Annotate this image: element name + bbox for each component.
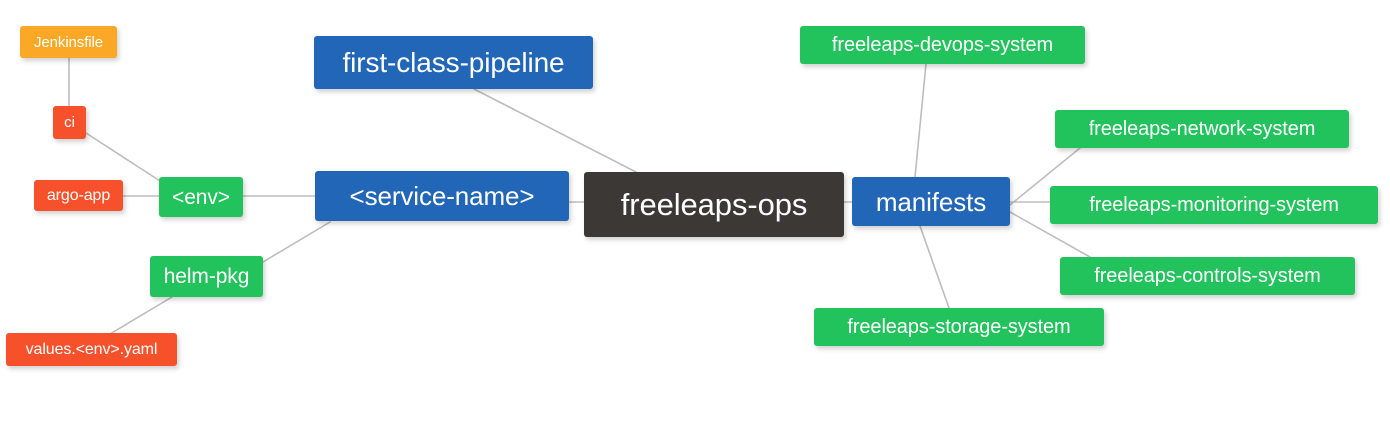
node-freeleaps-ops[interactable]: freeleaps-ops <box>584 172 844 237</box>
edge-service-name-to-helm-pkg <box>262 221 331 263</box>
edge-manifests-to-freeleaps-storage-system <box>919 225 950 309</box>
node-freeleaps-controls-system[interactable]: freeleaps-controls-system <box>1060 257 1355 295</box>
node-manifests[interactable]: manifests <box>852 177 1010 226</box>
node-env[interactable]: <env> <box>159 177 243 217</box>
edge-ci-to-env <box>85 132 161 182</box>
node-freeleaps-monitoring-system[interactable]: freeleaps-monitoring-system <box>1050 186 1378 224</box>
node-values-env-yaml[interactable]: values.<env>.yaml <box>6 333 177 366</box>
node-helm-pkg[interactable]: helm-pkg <box>150 256 263 297</box>
edge-first-class-pipeline-to-freeleaps-ops <box>473 88 637 173</box>
node-freeleaps-storage-system[interactable]: freeleaps-storage-system <box>814 308 1104 346</box>
node-ci[interactable]: ci <box>53 106 86 139</box>
node-service-name[interactable]: <service-name> <box>315 171 569 221</box>
node-jenkinsfile[interactable]: Jenkinsfile <box>20 26 117 58</box>
node-argo-app[interactable]: argo-app <box>34 180 123 211</box>
node-freeleaps-network-system[interactable]: freeleaps-network-system <box>1055 110 1349 148</box>
node-freeleaps-devops-system[interactable]: freeleaps-devops-system <box>800 26 1085 64</box>
edge-helm-pkg-to-values-env-yaml <box>109 296 173 335</box>
node-first-class-pipeline[interactable]: first-class-pipeline <box>314 36 593 89</box>
edge-manifests-to-freeleaps-devops-system <box>914 63 927 178</box>
